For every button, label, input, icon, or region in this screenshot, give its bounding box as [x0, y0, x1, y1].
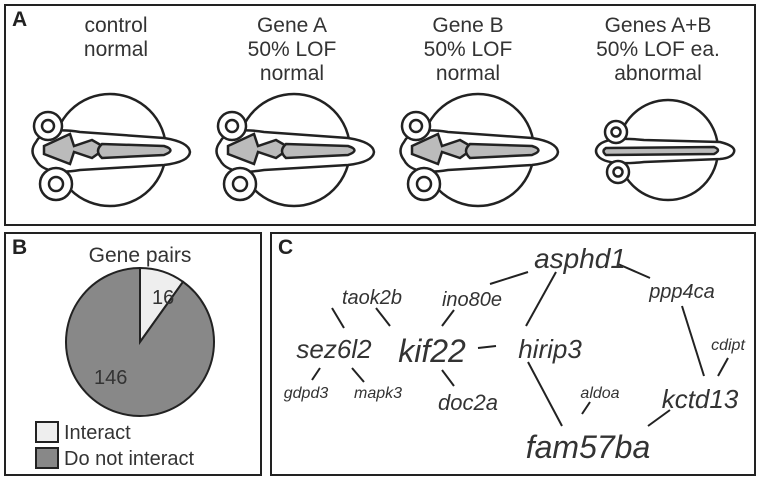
embryo-abnormal-genes-a-b — [594, 98, 736, 202]
edge-hirip3-fam57ba — [527, 361, 563, 427]
node-kif22: kif22 — [398, 333, 466, 369]
edge-taok2b-kif22 — [375, 307, 391, 327]
node-asphd1: asphd1 — [534, 243, 626, 274]
node-ppp4ca: ppp4ca — [648, 281, 715, 303]
condition-gene-a: Gene A 50% LOF normal — [202, 14, 382, 86]
condition-line: normal — [259, 62, 325, 85]
panel-a: A control normal Gene A 50% LOF normal G… — [4, 4, 756, 226]
embryo-normal-gene-b — [399, 92, 560, 208]
pie-slices — [65, 266, 215, 417]
node-mapk3: mapk3 — [354, 385, 402, 402]
edge-ppp4ca-kctd13 — [681, 305, 705, 377]
legend-label-do-not-interact: Do not interact — [64, 448, 195, 470]
condition-genes-a-b: Genes A+B 50% LOF ea. abnormal — [568, 14, 748, 86]
gene-network: asphd1 taok2b ino80e ppp4ca sez6l2 kif22… — [284, 243, 746, 465]
legend-swatch-do-not-interact — [35, 447, 59, 469]
node-ino80e: ino80e — [442, 289, 502, 311]
legend-label-interact: Interact — [64, 422, 131, 444]
condition-line: Genes A+B — [604, 14, 712, 37]
chart-title: Gene pairs — [89, 244, 192, 267]
panel-b: B Gene pairs 16 146 Interact Do not inte… — [4, 232, 262, 476]
panel-c: C asphd1 taok2b ino80e ppp4ca sez6l2 kif… — [270, 232, 756, 476]
edge-ino80e-asphd1 — [489, 271, 529, 285]
condition-line: 50% LOF — [423, 38, 513, 61]
edge-aldoa-fam57ba — [581, 401, 591, 415]
node-aldoa: aldoa — [580, 385, 619, 402]
node-doc2a: doc2a — [438, 390, 498, 415]
edge-kif22-hirip3 — [477, 345, 497, 349]
edge-sez6l2-gdpd3 — [311, 367, 321, 381]
node-kctd13: kctd13 — [662, 384, 739, 414]
panel-a-label: A — [12, 8, 28, 31]
legend-swatch-interact — [35, 421, 59, 443]
edge-taok2b-sez6l2 — [331, 307, 345, 329]
condition-line: normal — [83, 38, 149, 61]
node-gdpd3: gdpd3 — [284, 385, 329, 402]
slice-label-interact: 16 — [152, 287, 174, 309]
network-edges — [311, 263, 729, 427]
node-cdipt: cdipt — [711, 337, 745, 354]
condition-line: normal — [435, 62, 501, 85]
edge-kctd13-cdipt — [717, 357, 729, 377]
node-sez6l2: sez6l2 — [296, 334, 372, 364]
node-hirip3: hirip3 — [518, 334, 582, 364]
network-nodes: asphd1 taok2b ino80e ppp4ca sez6l2 kif22… — [284, 243, 746, 465]
condition-line: 50% LOF — [247, 38, 337, 61]
panel-c-label: C — [278, 236, 294, 259]
edge-sez6l2-mapk3 — [351, 367, 365, 383]
edge-ino80e-kif22 — [441, 309, 455, 327]
edge-kctd13-fam57ba — [647, 409, 671, 427]
node-fam57ba: fam57ba — [526, 429, 651, 465]
condition-gene-b: Gene B 50% LOF normal — [378, 14, 558, 86]
panel-b-label: B — [12, 236, 28, 259]
edge-asphd1-hirip3 — [525, 271, 557, 327]
condition-line: abnormal — [614, 62, 702, 85]
condition-line: Gene A — [256, 14, 328, 37]
slice-label-do-not-interact: 146 — [94, 367, 127, 389]
condition-line: control — [84, 14, 148, 37]
embryo-normal-control — [31, 92, 192, 208]
condition-line: Gene B — [432, 14, 504, 37]
pie-chart: Gene pairs 16 146 Interact Do not intera… — [35, 244, 215, 470]
pie-slice-do-not-interact — [65, 266, 215, 417]
condition-control: control normal — [26, 14, 206, 62]
node-taok2b: taok2b — [342, 287, 402, 309]
edge-asphd1-ppp4ca — [617, 263, 651, 279]
condition-line: 50% LOF ea. — [596, 38, 720, 61]
embryo-normal-gene-a — [215, 92, 376, 208]
edge-kif22-doc2a — [441, 369, 455, 387]
